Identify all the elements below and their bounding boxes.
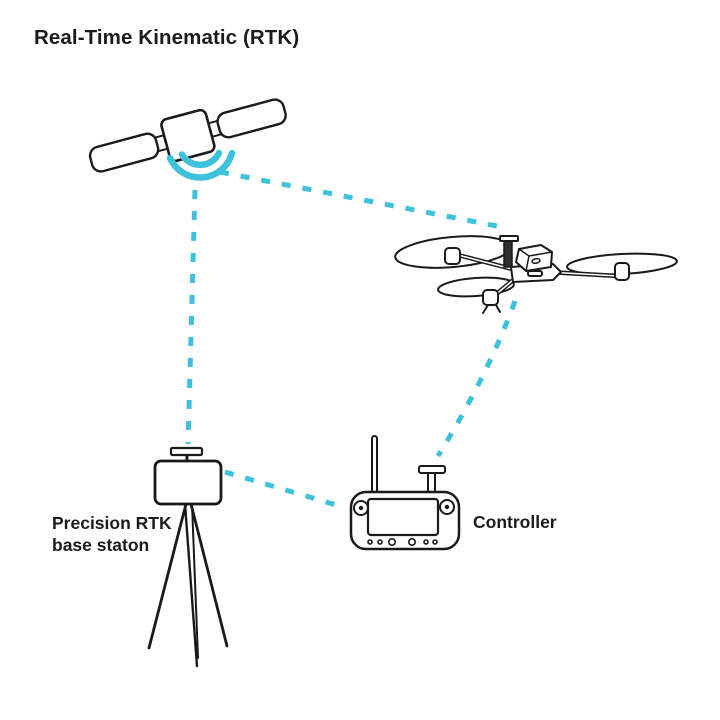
controller-screen — [366, 497, 440, 537]
link-satellite-base-station — [185, 189, 198, 445]
base-station-box — [153, 459, 223, 506]
link-satellite-drone — [219, 169, 508, 231]
signal-waves-icon — [166, 149, 236, 181]
drone-motor-right — [614, 262, 630, 281]
base-station-icon — [147, 446, 229, 668]
signal-links — [185, 169, 518, 510]
controller-joystick-right — [439, 499, 455, 515]
drone-motor-front — [482, 289, 499, 306]
satellite-panel-left — [88, 132, 160, 173]
controller-joystick-left — [353, 500, 369, 516]
base-station-label: Precision RTK base staton — [52, 512, 172, 556]
satellite-body — [160, 108, 216, 163]
base-station-label-line1: Precision RTK — [52, 513, 172, 533]
link-drone-controller — [435, 300, 518, 458]
controller-antenna-right-stem — [427, 471, 436, 495]
base-station-label-line2: base staton — [52, 535, 150, 555]
controller-icon — [349, 435, 461, 551]
page-title: Real-Time Kinematic (RTK) — [34, 26, 300, 49]
controller-buttons — [367, 537, 438, 546]
drone-body — [510, 244, 562, 283]
satellite-panel-right — [216, 98, 287, 139]
satellite-icon — [88, 98, 287, 181]
drone-motor-left — [444, 247, 461, 265]
drone-icon — [394, 235, 678, 314]
drone-landing-legs — [482, 304, 501, 314]
controller-antenna-right-bar — [418, 465, 446, 474]
controller-antenna-left — [371, 435, 378, 495]
link-base-station-controller — [224, 469, 344, 510]
tripod — [147, 502, 229, 668]
base-antenna-bar — [169, 446, 204, 457]
controller-label: Controller — [473, 512, 557, 532]
drone-rtk-antenna — [499, 235, 519, 268]
